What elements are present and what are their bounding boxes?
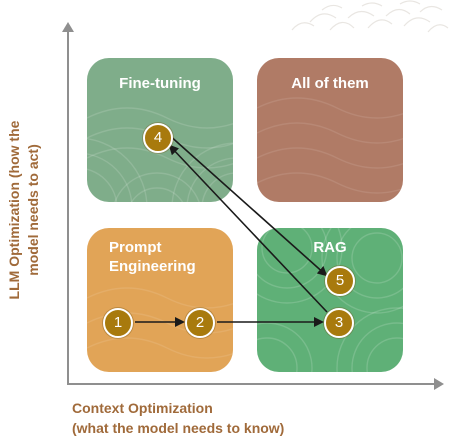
x-axis-title-line: (what the model needs to know) <box>72 420 285 436</box>
quadrant-label-fine-tuning: Fine-tuning <box>119 75 201 92</box>
quadrant-rag: RAG <box>257 228 403 372</box>
quadrant-prompt-engineering: Prompt Engineering <box>87 228 233 372</box>
step-marker-2: 2 <box>185 308 215 338</box>
step-marker-1: 1 <box>103 308 133 338</box>
quadrant-label-all-of-them: All of them <box>291 75 369 92</box>
step-marker-5: 5 <box>325 266 355 296</box>
x-axis-title-line: Context Optimization <box>72 400 213 416</box>
label-line: Engineering <box>109 258 196 275</box>
y-axis-title: LLM Optimization (how the model needs to… <box>5 90 43 330</box>
y-axis-title-line: model needs to act) <box>25 144 41 276</box>
x-axis-arrowhead <box>434 378 444 390</box>
label-line: Prompt <box>109 239 162 256</box>
y-axis-line <box>67 30 69 385</box>
decorative-texture <box>291 0 449 33</box>
y-axis-arrowhead <box>62 22 74 32</box>
step-marker-3: 3 <box>324 308 354 338</box>
x-axis-line <box>67 383 435 385</box>
quadrant-all-of-them: All of them <box>257 58 403 202</box>
quadrant-label-rag: RAG <box>313 239 347 256</box>
step-marker-4: 4 <box>143 123 173 153</box>
x-axis-title: Context Optimization (what the model nee… <box>72 398 372 438</box>
quadrant-label-prompt-engineering: Prompt Engineering <box>109 238 233 276</box>
y-axis-title-line: LLM Optimization (how the <box>6 120 22 300</box>
